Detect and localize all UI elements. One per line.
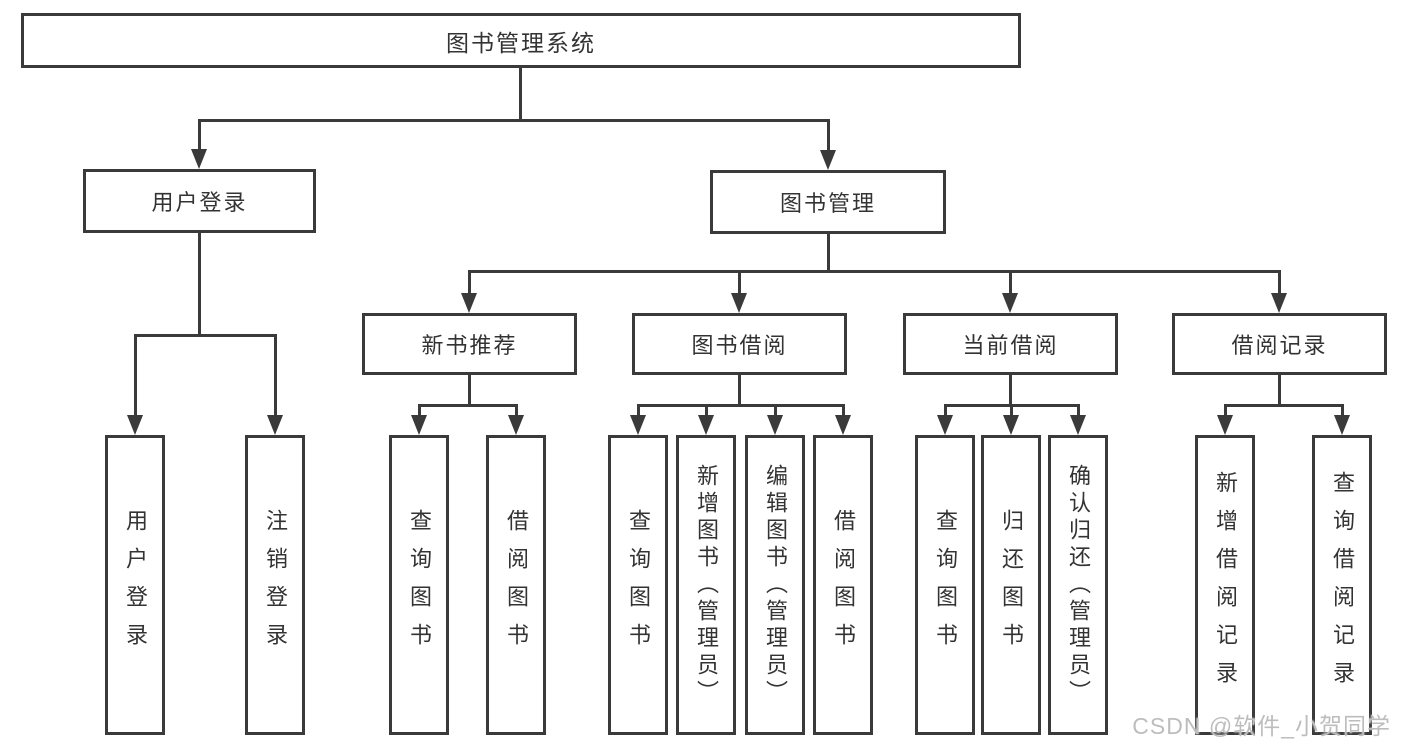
leaf-label: 归还图书 xyxy=(999,509,1024,661)
connector-line xyxy=(637,404,640,418)
connector-line xyxy=(418,404,518,407)
leaf-label: 查询图书 xyxy=(626,509,651,661)
node-library-system-root: 图书管理系统 xyxy=(21,13,1021,68)
arrow-down-icon xyxy=(937,415,953,435)
arrow-down-icon xyxy=(1002,293,1018,313)
connector-line xyxy=(1010,404,1013,418)
node-new-book-recommendation: 新书推荐 xyxy=(362,313,577,375)
connector-line xyxy=(274,334,277,417)
arrow-down-icon xyxy=(835,415,851,435)
arrow-down-icon xyxy=(1334,415,1350,435)
node-label: 借阅记录 xyxy=(1231,333,1328,358)
connector-line xyxy=(842,404,845,418)
leaf-add-book-admin: 新增图书（管理员） xyxy=(676,435,736,735)
connector-line xyxy=(418,404,421,418)
connector-line xyxy=(468,375,471,406)
connector-line xyxy=(637,404,845,407)
leaf-query-books-recommend: 查询图书 xyxy=(389,435,449,735)
arrow-down-icon xyxy=(1003,415,1019,435)
node-label: 用户登录 xyxy=(151,190,248,215)
connector-line xyxy=(1224,404,1344,407)
connector-line xyxy=(1278,375,1281,406)
node-label: 图书借阅 xyxy=(691,333,788,358)
connector-line xyxy=(774,404,777,418)
leaf-query-books-borrowing: 查询图书 xyxy=(608,435,668,735)
node-book-borrowing: 图书借阅 xyxy=(632,313,847,375)
arrow-down-icon xyxy=(767,415,783,435)
leaf-label: 查询图书 xyxy=(407,509,432,661)
connector-line xyxy=(468,270,1281,273)
leaf-label: 查询图书 xyxy=(933,509,958,661)
connector-line xyxy=(1278,270,1281,296)
leaf-user-login: 用户登录 xyxy=(105,435,165,735)
leaf-add-borrow-record: 新增借阅记录 xyxy=(1195,435,1255,735)
connector-line xyxy=(134,334,137,417)
arrow-down-icon xyxy=(698,415,714,435)
node-label: 当前借阅 xyxy=(962,333,1059,358)
connector-line xyxy=(1009,270,1012,296)
node-label: 图书管理 xyxy=(779,191,876,216)
node-borrowing-records: 借阅记录 xyxy=(1172,313,1387,375)
connector-line xyxy=(1077,404,1080,418)
connector-line xyxy=(944,404,947,418)
leaf-logout: 注销登录 xyxy=(245,435,305,735)
leaf-label: 借阅图书 xyxy=(504,509,529,661)
leaf-edit-book-admin: 编辑图书（管理员） xyxy=(745,435,805,735)
arrow-down-icon xyxy=(461,293,477,313)
connector-line xyxy=(705,404,708,418)
arrow-down-icon xyxy=(1217,415,1233,435)
arrow-down-icon xyxy=(267,415,283,435)
arrow-down-icon xyxy=(1271,293,1287,313)
connector-line xyxy=(519,68,522,121)
node-label: 图书管理系统 xyxy=(446,29,596,56)
arrow-down-icon xyxy=(731,293,747,313)
leaf-label: 用户登录 xyxy=(123,509,148,661)
leaf-query-books-current: 查询图书 xyxy=(915,435,975,735)
connector-line xyxy=(198,233,201,336)
connector-line xyxy=(738,375,741,406)
leaf-borrow-books-borrowing: 借阅图书 xyxy=(813,435,873,735)
connector-line xyxy=(1224,404,1227,418)
leaf-confirm-return-admin: 确认归还（管理员） xyxy=(1048,435,1108,735)
leaf-return-books: 归还图书 xyxy=(981,435,1041,735)
leaf-borrow-books-recommend: 借阅图书 xyxy=(486,435,546,735)
connector-line xyxy=(738,270,741,296)
connector-line xyxy=(827,234,830,272)
connector-line xyxy=(1341,404,1344,418)
leaf-label: 借阅图书 xyxy=(831,509,856,661)
leaf-label: 确认归还（管理员） xyxy=(1066,463,1091,707)
arrow-down-icon xyxy=(191,149,207,169)
leaf-label: 注销登录 xyxy=(263,509,288,661)
connector-line xyxy=(515,404,518,418)
connector-line xyxy=(827,119,830,152)
connector-line xyxy=(134,334,276,337)
arrow-down-icon xyxy=(127,415,143,435)
leaf-label: 新增图书（管理员） xyxy=(694,463,719,707)
arrow-down-icon xyxy=(411,415,427,435)
node-current-borrowing: 当前借阅 xyxy=(903,313,1118,375)
node-label: 新书推荐 xyxy=(421,333,518,358)
connector-line xyxy=(1009,375,1012,406)
leaf-label: 新增借阅记录 xyxy=(1213,471,1238,699)
arrow-down-icon xyxy=(508,415,524,435)
leaf-label: 查询借阅记录 xyxy=(1330,471,1355,699)
watermark: CSDN @软件_小贺同学 xyxy=(1132,713,1391,739)
arrow-down-icon xyxy=(630,415,646,435)
leaf-label: 编辑图书（管理员） xyxy=(763,463,788,707)
node-book-management: 图书管理 xyxy=(710,170,946,234)
connector-line xyxy=(198,119,829,122)
arrow-down-icon xyxy=(1070,415,1086,435)
leaf-query-borrow-record: 查询借阅记录 xyxy=(1312,435,1372,735)
arrow-down-icon xyxy=(820,150,836,170)
connector-line xyxy=(198,119,201,152)
connector-line xyxy=(468,270,471,296)
node-user-login: 用户登录 xyxy=(83,169,316,233)
